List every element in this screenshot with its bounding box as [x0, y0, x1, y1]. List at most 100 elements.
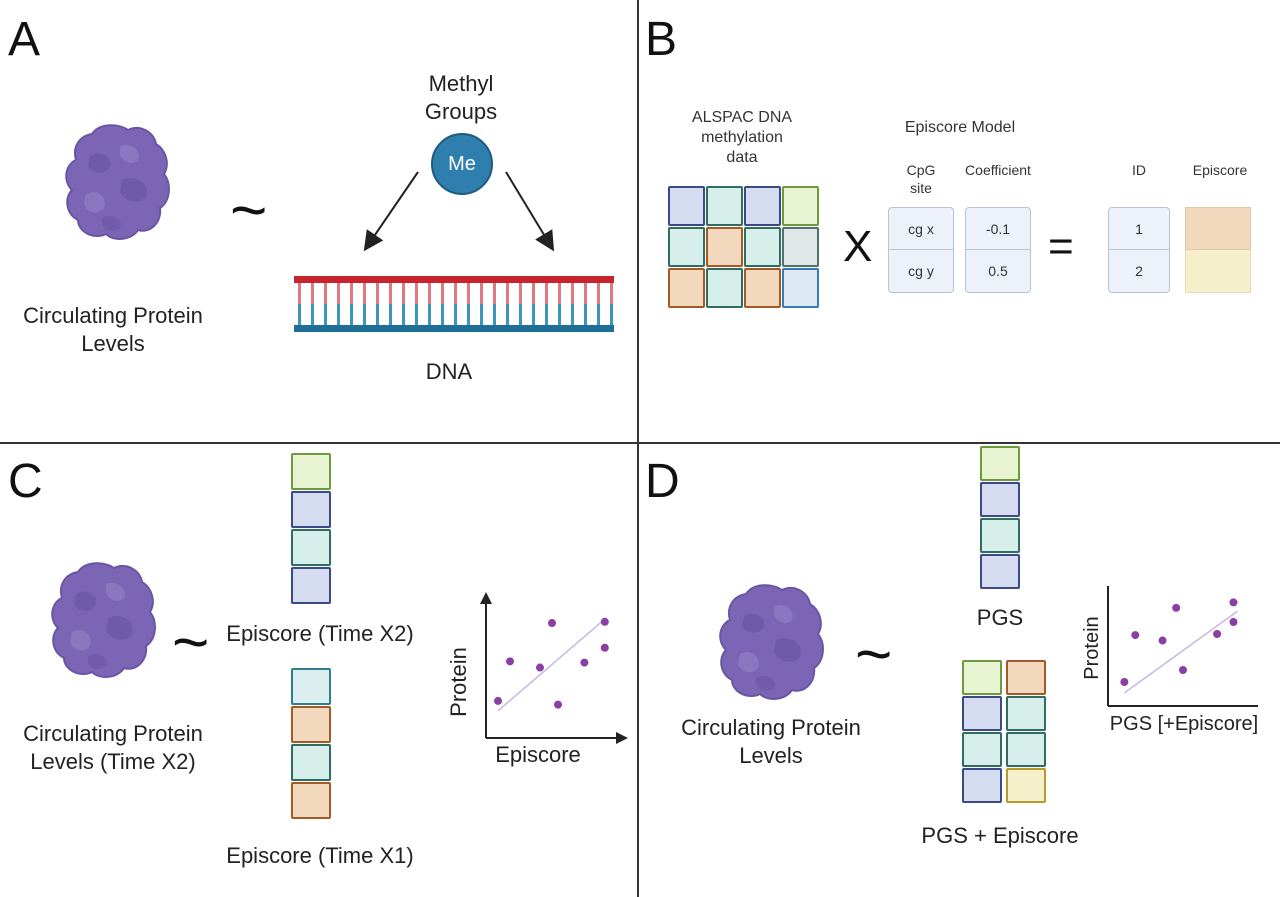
- episcore-x1-label: Episcore (Time X1): [226, 843, 414, 868]
- panel-d-protein-label: Circulating Protein Levels: [660, 714, 882, 769]
- id-cell: 1: [1108, 207, 1170, 250]
- scatter-point: [494, 696, 502, 705]
- col-cpg-line2: site: [910, 179, 932, 196]
- stack-cell: [980, 518, 1020, 553]
- stack-cell: [291, 491, 331, 528]
- panel-a-protein-label-line1: Circulating Protein: [23, 303, 203, 328]
- methyl-circle-text: Me: [448, 152, 476, 175]
- stack-cell: [962, 660, 1002, 695]
- stack-cell: [980, 554, 1020, 589]
- stack-cell: [962, 768, 1002, 803]
- episcore-result-cell: [1185, 207, 1251, 250]
- stack-cell: [1006, 768, 1046, 803]
- episcore-x2-label: Episcore (Time X2): [226, 621, 414, 646]
- scatter-point: [1158, 636, 1167, 645]
- stack-cell: [980, 446, 1020, 481]
- scatter-point: [1229, 598, 1238, 607]
- episcore-result-cell: [1185, 250, 1251, 293]
- methyl-groups-line2: Groups: [424, 98, 498, 124]
- coef-cell: -0.1: [965, 207, 1031, 250]
- scatter-point: [1179, 666, 1187, 674]
- grid-cell: [668, 268, 705, 308]
- scatter-plot-d: Protein PGS [+Episcore]: [1081, 586, 1258, 735]
- panel-a-protein-icon: [65, 124, 170, 240]
- grid-cell: [782, 186, 819, 226]
- stack-cell: [962, 696, 1002, 731]
- methylation-data-grid: [668, 186, 820, 308]
- alspac-line1: ALSPAC DNA: [691, 109, 793, 126]
- episcore-x1-stack: [291, 668, 331, 820]
- scatter-point: [1213, 630, 1222, 638]
- dna-icon: [294, 276, 614, 332]
- panel-b-letter: B: [645, 13, 678, 66]
- grid-cell: [706, 186, 743, 226]
- grid-cell: [782, 227, 819, 267]
- x-axis-label: PGS [+Episcore]: [1110, 713, 1258, 735]
- equals-sign: =: [1048, 222, 1074, 271]
- scatter-point: [1120, 678, 1129, 686]
- grid-cell: [744, 268, 781, 308]
- episcore-x2-stack: [291, 453, 331, 604]
- scatter-point: [580, 658, 589, 667]
- panel-d-letter: D: [645, 455, 680, 508]
- panel-c-protein-label: Circulating Protein Levels (Time X2): [2, 720, 224, 775]
- scatter-plot-c: Protein Episcore: [446, 592, 628, 767]
- panel-d-protein-icon: [719, 584, 824, 700]
- stack-cell: [291, 706, 331, 743]
- panel-c-protein-label-line2: Levels (Time X2): [30, 748, 196, 774]
- scatter-point: [536, 663, 544, 672]
- panel-a-letter: A: [8, 13, 41, 66]
- panel-c-tilde: ~: [172, 606, 210, 678]
- col-cpg-line1: CpG: [906, 162, 936, 178]
- x-axis-label: Episcore: [495, 742, 581, 767]
- scatter-point: [554, 700, 562, 709]
- grid-cell: [706, 268, 743, 308]
- pgs-label: PGS: [976, 605, 1024, 630]
- scatter-point: [506, 657, 514, 666]
- scatter-point: [1172, 603, 1181, 612]
- grid-cell: [706, 227, 743, 267]
- y-axis-label: Protein: [446, 647, 471, 717]
- stack-cell: [291, 782, 331, 819]
- episcore-model-title: Episcore Model: [904, 119, 1016, 136]
- scatter-point: [548, 619, 556, 628]
- panel-c-protein-icon: [51, 562, 156, 678]
- col-episcore: Episcore: [1192, 162, 1248, 178]
- grid-cell: [782, 268, 819, 308]
- cpg-cell: cg y: [888, 250, 954, 293]
- grid-cell: [668, 227, 705, 267]
- stack-cell: [291, 529, 331, 566]
- stack-cell: [291, 567, 331, 604]
- trend-line: [1123, 610, 1238, 694]
- methyl-circle: Me: [431, 133, 493, 195]
- scatter-point: [1229, 618, 1238, 626]
- stack-cell: [1006, 660, 1046, 695]
- stack-cell: [1006, 696, 1046, 731]
- stack-cell: [291, 668, 331, 705]
- x-axis-arrow: [616, 732, 628, 744]
- panel-c-letter: C: [8, 455, 43, 508]
- id-cell: 2: [1108, 250, 1170, 293]
- methyl-groups-line1: Methyl: [428, 71, 494, 96]
- panel-a-protein-label-line2: Levels: [81, 330, 145, 356]
- pgs-episcore-label: PGS + Episcore: [921, 823, 1079, 848]
- grid-cell: [744, 186, 781, 226]
- panel-a-protein-label: Circulating Protein Levels: [2, 302, 224, 357]
- panel-a-tilde: ~: [230, 174, 268, 246]
- stack-cell: [291, 453, 331, 490]
- stack-cell: [962, 732, 1002, 767]
- trend-line: [497, 617, 607, 712]
- scatter-point: [600, 643, 609, 652]
- y-axis-arrow: [480, 592, 492, 604]
- panel-c-protein-label-line1: Circulating Protein: [23, 721, 203, 746]
- alspac-line3: data: [726, 149, 758, 166]
- dna-label: DNA: [425, 359, 473, 384]
- coef-cell: 0.5: [965, 250, 1031, 293]
- panel-d-tilde: ~: [855, 618, 893, 690]
- stack-cell: [291, 744, 331, 781]
- alspac-label: ALSPAC DNA methylation data: [672, 108, 812, 168]
- grid-cell: [668, 186, 705, 226]
- scatter-point: [1131, 631, 1140, 640]
- y-axis-label: Protein: [1081, 616, 1103, 679]
